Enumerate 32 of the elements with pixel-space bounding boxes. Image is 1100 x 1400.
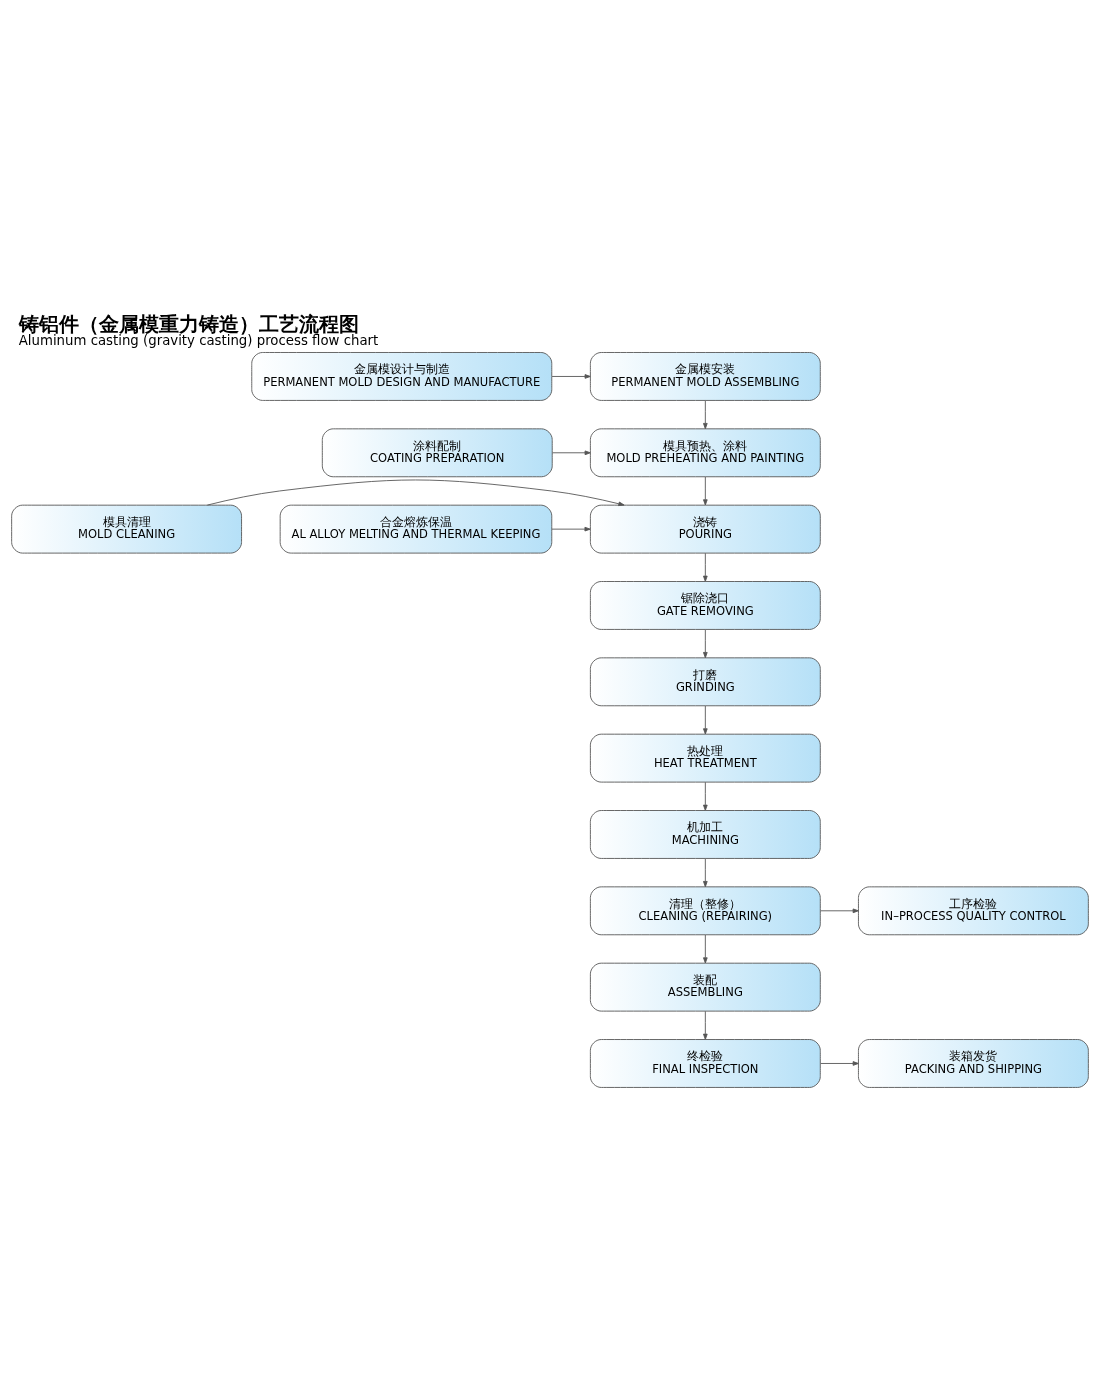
- caption: Aluminum casting (gravity casting) process flow chart: [18, 333, 379, 349]
- arrow: [820, 1061, 859, 1066]
- arrow: [703, 552, 708, 582]
- node-box: 模具清理 MOLD CLEANING: [11, 504, 242, 554]
- arrow: [703, 934, 708, 964]
- node-box: 终检验 FINAL INSPECTION: [589, 1039, 821, 1088]
- arrow: [703, 705, 708, 735]
- arrow: [703, 476, 708, 506]
- arrow: [206, 479, 625, 507]
- node-box: 装配 ASSEMBLING: [589, 962, 821, 1012]
- node-box: 金属模安装 PERMANENT MOLD ASSEMBLING: [589, 352, 821, 401]
- arrow: [703, 781, 708, 811]
- arrow: [703, 858, 708, 888]
- node-box: 金属模设计与制造 PERMANENT MOLD DESIGN AND MANUFACTURE: [251, 352, 553, 401]
- node-box: 工序检验 IN–PROCESS QUALITY CONTROL: [858, 886, 1089, 936]
- arrow: [703, 629, 708, 659]
- node-box: 合金熔炼保温 AL ALLOY MELTING AND THERMAL KEEPING: [279, 504, 553, 554]
- node-box: 机加工 MACHINING: [589, 810, 821, 859]
- node-box: 清理（整修） CLEANING (REPAIRING): [589, 886, 821, 936]
- arrow: [551, 526, 591, 532]
- arrow: [820, 908, 859, 914]
- node-box: 装箱发货 PACKING AND SHIPPING: [858, 1039, 1089, 1088]
- arrow: [552, 450, 591, 456]
- arrow: [703, 1010, 708, 1040]
- node-box: 模具预热、涂料 MOLD PREHEATING AND PAINTING: [589, 428, 821, 478]
- node-box: 锯除浇口 GATE REMOVING: [589, 581, 821, 630]
- arrow: [551, 374, 591, 379]
- node-box: 打磨 GRINDING: [589, 657, 821, 707]
- node-box: 浇铸 POURING: [589, 504, 821, 554]
- node-box: 热处理 HEAT TREATMENT: [589, 733, 821, 783]
- node-box: 涂料配制 COATING PREPARATION: [321, 428, 553, 478]
- arrow: [703, 400, 708, 430]
